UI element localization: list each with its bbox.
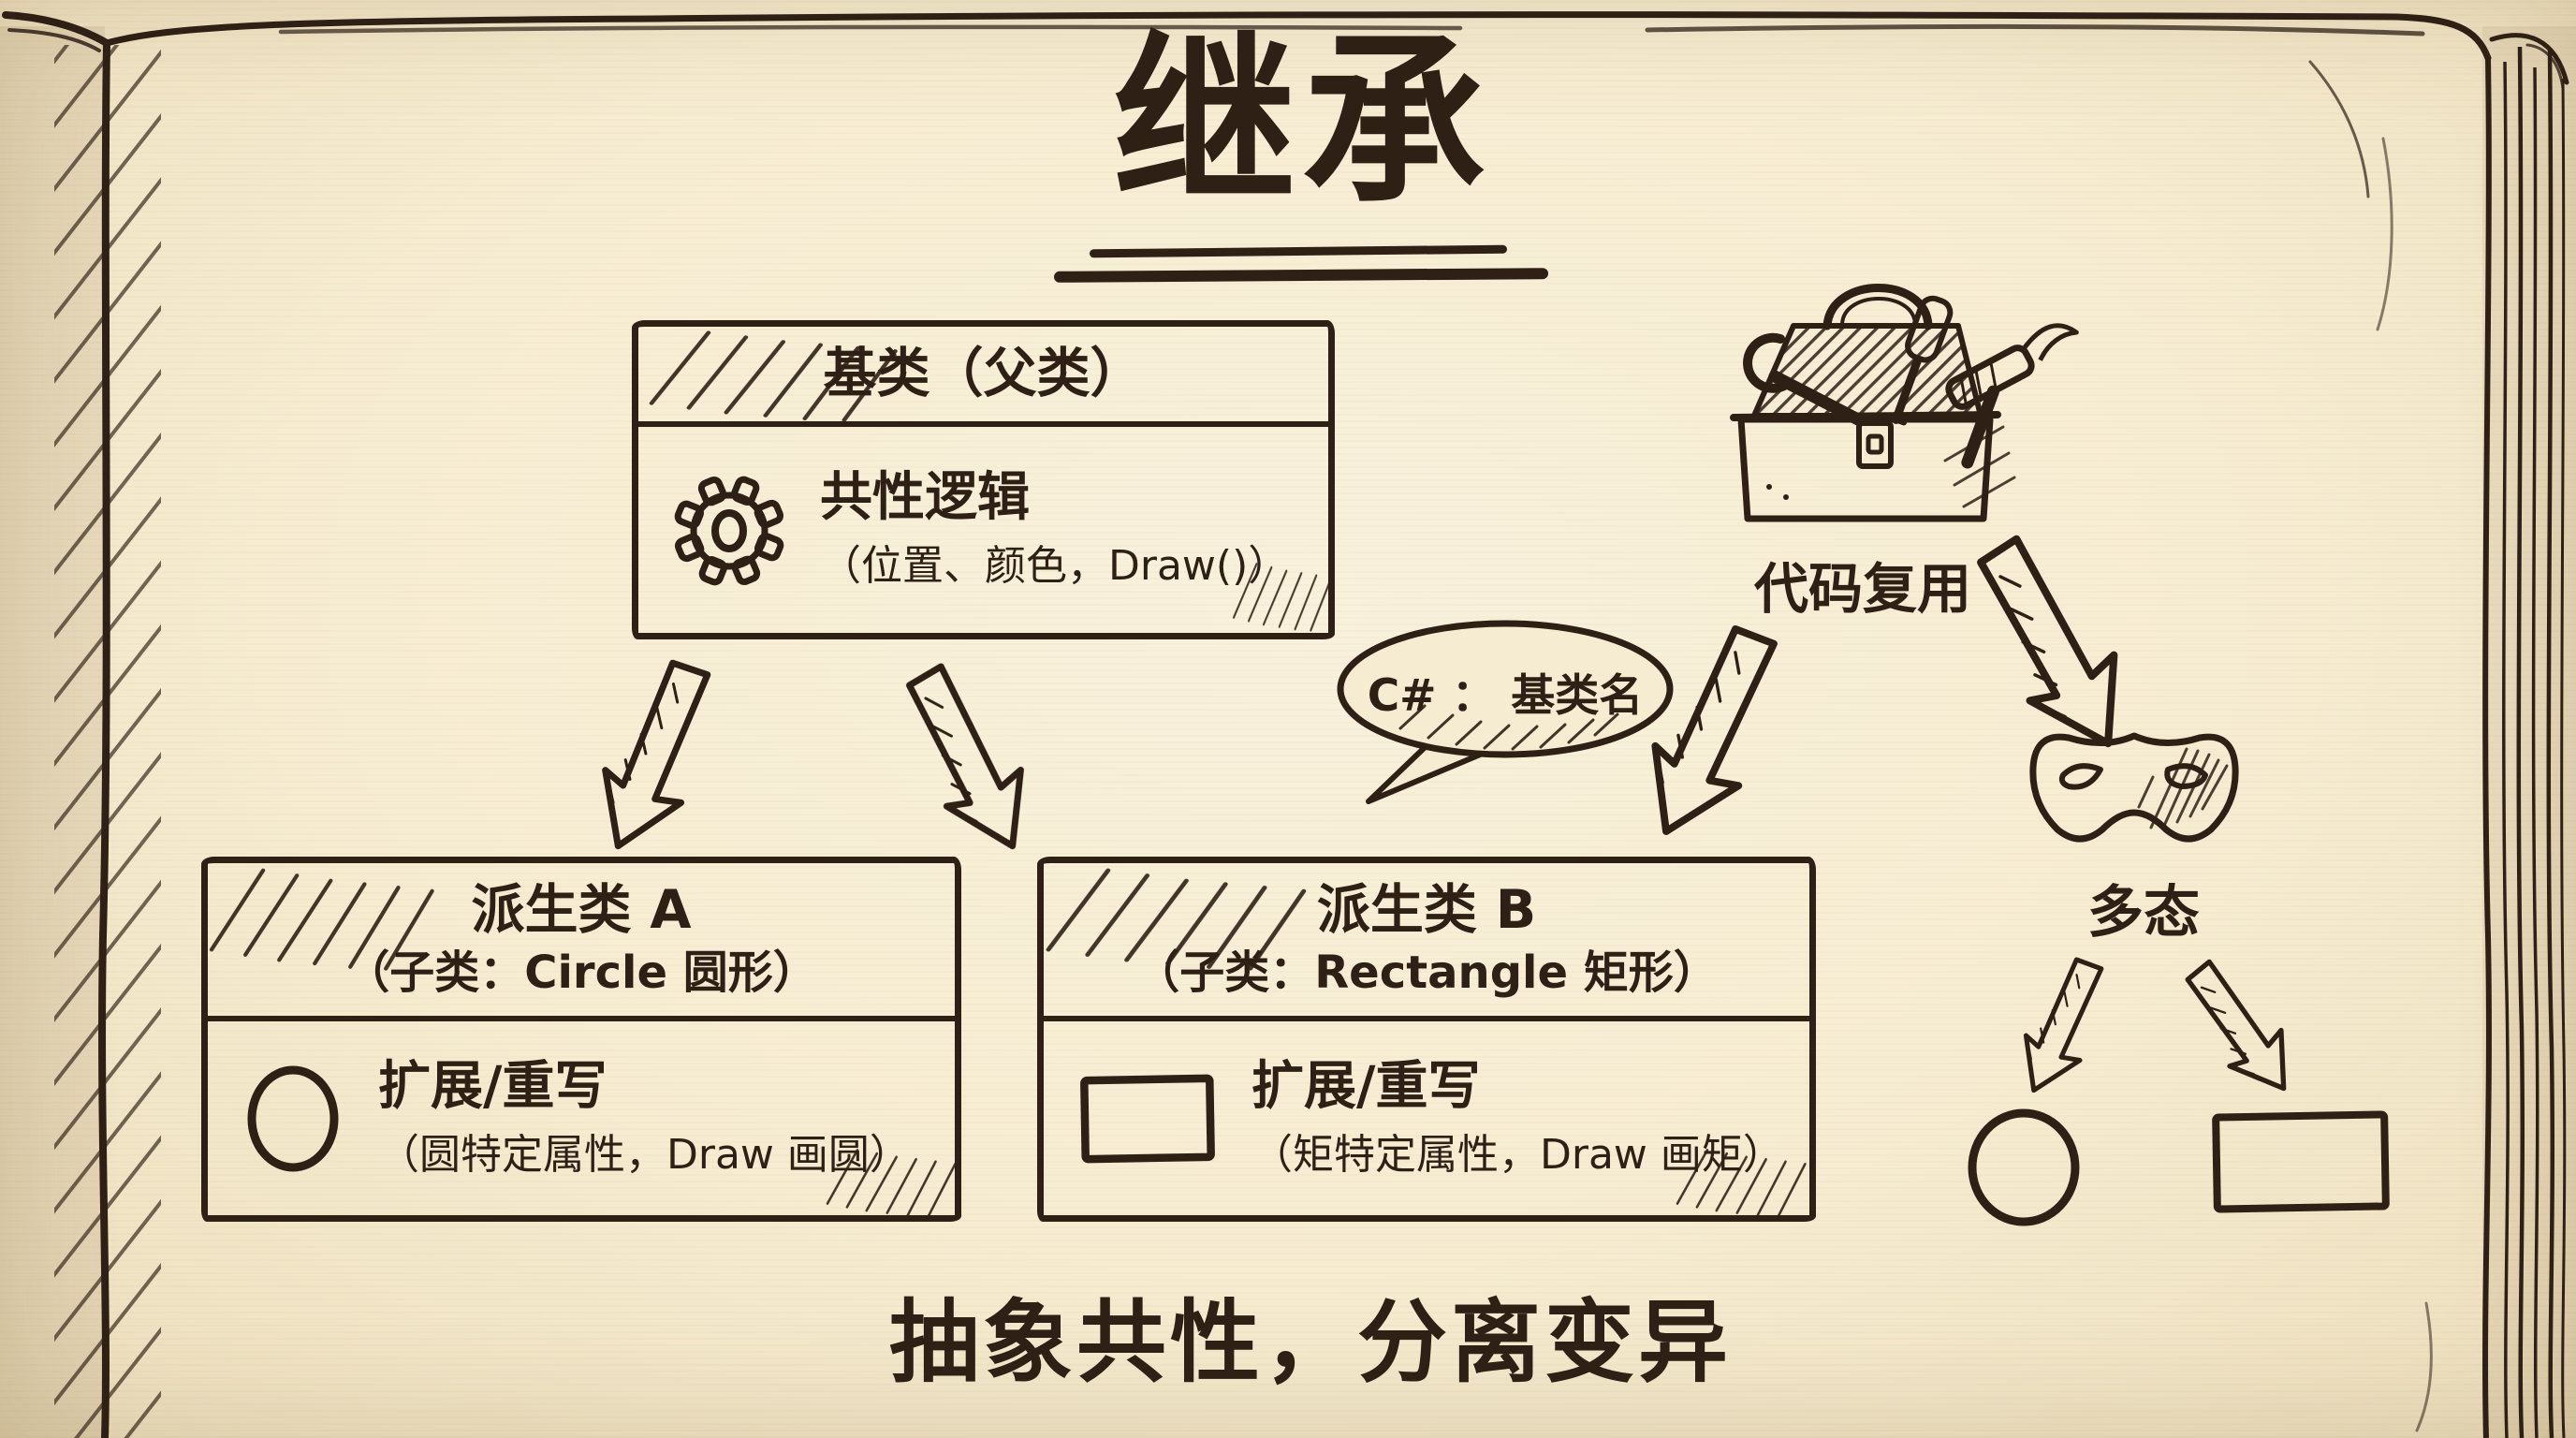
derived-class-b-body-title: 扩展/重写 xyxy=(1251,1055,1481,1117)
polymorphism-circle-shape xyxy=(1968,1108,2080,1226)
derived-class-b-text: 扩展/重写 （矩特定属性，Draw 画矩） xyxy=(1251,1054,1784,1182)
derived-class-a-text: 扩展/重写 （圆特定属性，Draw 画圆） xyxy=(378,1054,911,1182)
speech-bubble xyxy=(1337,620,1674,804)
polymorphism-label: 多态 xyxy=(2087,880,2200,946)
derived-class-a-body-detail: （圆特定属性，Draw 画圆） xyxy=(378,1130,911,1179)
base-class-body: 共性逻辑 （位置、颜色，Draw()） xyxy=(638,427,1328,633)
arrow-base-to-derived-b xyxy=(893,654,1048,864)
speech-bubble-text: C# ： 基类名 xyxy=(1367,669,1644,722)
derived-class-a-title: 派生类 A xyxy=(471,878,692,941)
derived-class-a-box: 派生类 A （子类：Circle 圆形） 扩展/重写 （圆特定属性，Draw 画… xyxy=(201,857,961,1222)
toolbox-icon xyxy=(1730,284,2079,522)
derived-class-a-subtitle: （子类：Circle 圆形） xyxy=(344,946,818,999)
book-spine xyxy=(2,11,161,1438)
gear-icon xyxy=(674,476,784,586)
derived-class-b-body-detail: （矩特定属性，Draw 画矩） xyxy=(1251,1130,1784,1179)
page-title: 继承 xyxy=(1112,16,1491,229)
derived-class-b-title: 派生类 B xyxy=(1316,878,1537,941)
derived-class-a-body-title: 扩展/重写 xyxy=(378,1055,607,1117)
derived-class-b-box: 派生类 B （子类：Rectangle 矩形） 扩展/重写 （矩特定属性，Dra… xyxy=(1037,857,1816,1222)
derived-class-b-body: 扩展/重写 （矩特定属性，Draw 画矩） xyxy=(1044,1021,1809,1215)
arrow-base-to-derived-a xyxy=(578,653,734,862)
base-class-box: 基类（父类） xyxy=(632,320,1335,639)
slogan: 抽象共性，分离变异 xyxy=(889,1290,1732,1395)
rectangle-icon xyxy=(1080,1074,1215,1163)
derived-class-b-subtitle: （子类：Rectangle 矩形） xyxy=(1134,946,1719,999)
base-class-text: 共性逻辑 （位置、颜色，Draw()） xyxy=(820,465,1289,594)
base-class-body-detail: （位置、颜色，Draw()） xyxy=(820,542,1290,591)
derived-class-a-body: 扩展/重写 （圆特定属性，Draw 画圆） xyxy=(208,1021,955,1215)
mask-icon xyxy=(2029,732,2239,843)
derived-class-b-header: 派生类 B （子类：Rectangle 矩形） xyxy=(1044,863,1809,1021)
polymorphism-rectangle-shape xyxy=(2212,1110,2390,1213)
arrow-polymorphism-to-circle xyxy=(2006,952,2120,1103)
code-reuse-label: 代码复用 xyxy=(1753,557,1971,621)
arrow-toolbox-to-mask xyxy=(1961,523,2148,766)
circle-icon xyxy=(247,1065,339,1171)
base-class-body-title: 共性逻辑 xyxy=(820,467,1030,529)
book-page-stack-edge xyxy=(2308,33,2569,1438)
book-top-edge xyxy=(103,11,2492,62)
base-class-title: 基类（父类） xyxy=(823,342,1144,404)
base-class-header: 基类（父类） xyxy=(638,327,1328,427)
page-margins xyxy=(0,26,2576,1438)
derived-class-a-header: 派生类 A （子类：Circle 圆形） xyxy=(208,863,955,1021)
arrow-code-reuse-to-derived-b xyxy=(1623,617,1803,851)
arrow-polymorphism-to-rectangle xyxy=(2175,949,2308,1106)
